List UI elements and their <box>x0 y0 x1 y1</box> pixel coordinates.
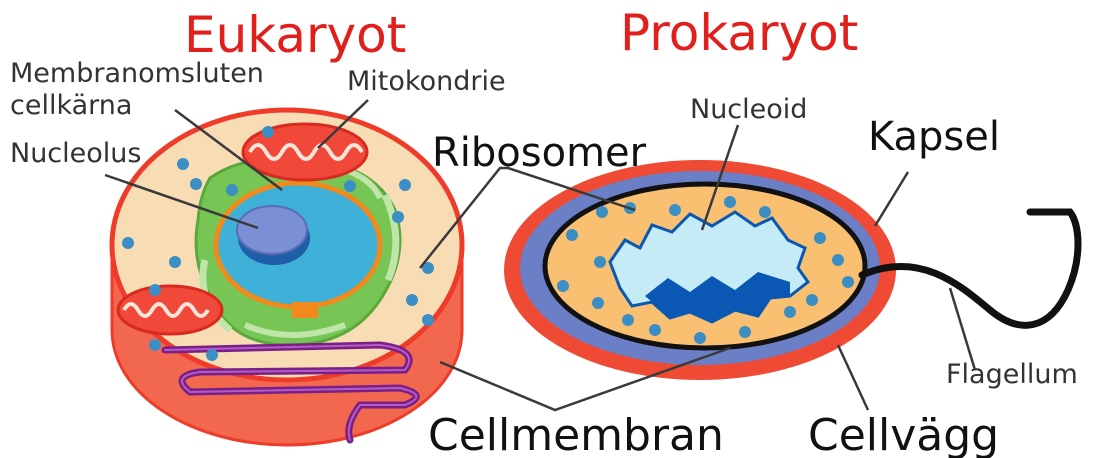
label-nucleoid: Nucleoid <box>690 94 807 125</box>
label-cell-wall: Cellvägg <box>808 410 999 458</box>
label-nucleus-line2: cellkärna <box>10 90 132 121</box>
title-eukaryote: Eukaryot <box>184 6 406 64</box>
prokaryote-cell <box>504 160 1078 380</box>
title-prokaryote: Prokaryot <box>620 4 858 62</box>
label-capsule: Kapsel <box>868 114 1000 160</box>
flagellum <box>862 212 1078 325</box>
leader-capsule <box>875 172 908 226</box>
mitochondrion-left <box>118 286 222 334</box>
nuclear-pore <box>292 302 318 318</box>
eukaryote-cell <box>112 110 462 445</box>
label-ribosomes: Ribosomer <box>432 130 647 176</box>
leader-flagellum <box>950 288 975 370</box>
label-nucleolus: Nucleolus <box>10 138 141 169</box>
label-flagellum: Flagellum <box>946 359 1078 390</box>
nucleolus <box>237 206 307 254</box>
label-nucleus-line1: Membranomsluten <box>10 58 264 89</box>
leader-cell-wall <box>838 345 868 410</box>
label-mitochondrion: Mitokondrie <box>347 66 506 97</box>
label-cell-membrane: Cellmembran <box>428 410 724 458</box>
mitochondrion-top <box>243 124 367 180</box>
